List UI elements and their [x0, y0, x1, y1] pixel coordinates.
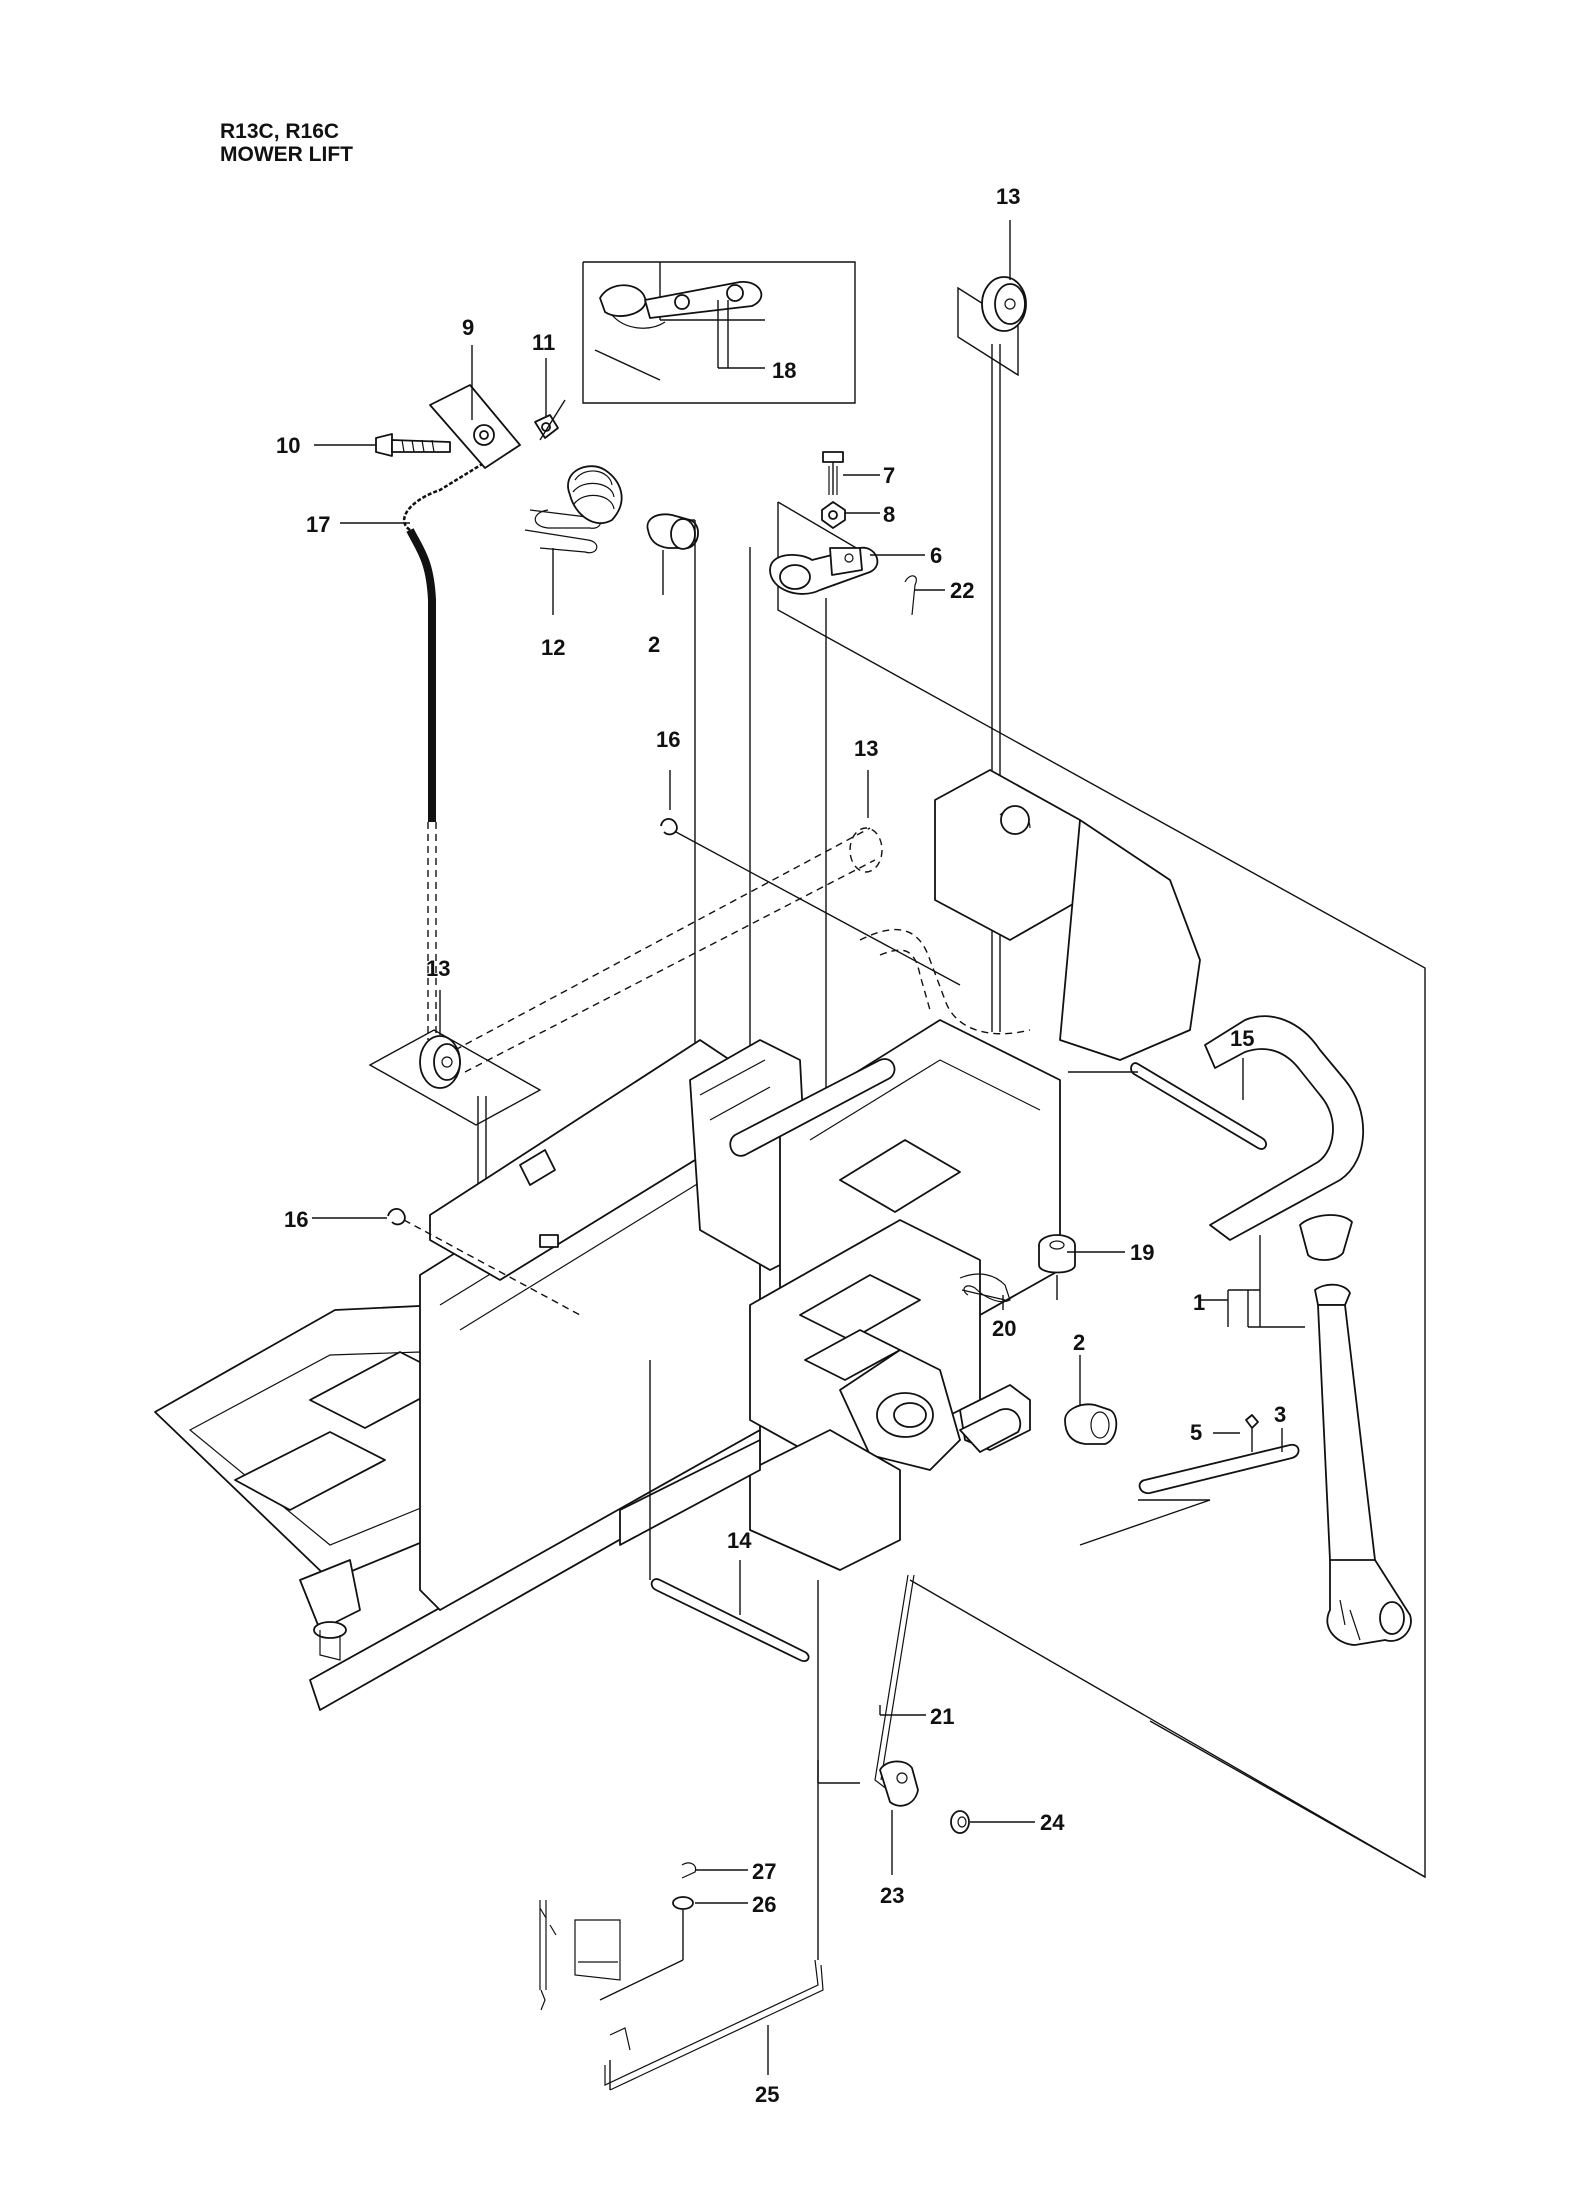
- callout-labels: 1 2 2 3 5 6 7 8 9 10 11 12 13 13 13 14 1…: [276, 184, 1286, 2107]
- clips-16: [387, 818, 961, 1316]
- callout-8: 8: [883, 502, 895, 527]
- link-rod-21: [817, 1574, 1426, 1878]
- torsion-spring: [524, 465, 623, 554]
- callout-24: 24: [1040, 1810, 1065, 1835]
- collar-19: [1038, 1234, 1076, 1300]
- callout-16-top: 16: [656, 727, 680, 752]
- inset-detail-box: [582, 261, 856, 404]
- leader-lines: [312, 220, 1305, 2075]
- arm-bracket-parts: [769, 451, 917, 616]
- callout-7: 7: [883, 463, 895, 488]
- callout-25: 25: [755, 2082, 779, 2107]
- callout-27: 27: [752, 1859, 776, 1884]
- callout-11: 11: [532, 330, 555, 355]
- washer-24: [950, 1810, 970, 1834]
- callout-17: 17: [306, 512, 330, 537]
- clip-20: [959, 1273, 1011, 1303]
- callout-23: 23: [880, 1883, 904, 1908]
- callout-5: 5: [1190, 1420, 1202, 1445]
- callout-12: 12: [541, 635, 565, 660]
- rod-15: [1068, 1062, 1267, 1150]
- callout-9: 9: [462, 315, 474, 340]
- callout-10: 10: [276, 433, 300, 458]
- lift-chain-assembly: [403, 448, 506, 1040]
- callout-21: 21: [930, 1704, 954, 1729]
- rod-25: [604, 1760, 824, 2091]
- callout-26: 26: [752, 1892, 776, 1917]
- diagram-header: R13C, R16C MOWER LIFT: [220, 120, 353, 166]
- callout-13-mid: 13: [854, 736, 878, 761]
- callout-16-left: 16: [284, 1207, 308, 1232]
- bottom-left-assembly: [539, 1862, 697, 2051]
- callout-20: 20: [992, 1316, 1016, 1341]
- lift-handle-1: [1299, 1214, 1412, 1646]
- callout-2-top: 2: [648, 632, 660, 657]
- rod-14: [649, 1360, 810, 1662]
- callout-2-lower: 2: [1073, 1330, 1085, 1355]
- lift-bracket-parts: [375, 384, 566, 469]
- model-title: R13C, R16C: [220, 120, 340, 143]
- callout-6: 6: [930, 543, 942, 568]
- callout-19: 19: [1130, 1240, 1154, 1265]
- callout-13-top: 13: [996, 184, 1020, 209]
- callout-22: 22: [950, 578, 974, 603]
- bushing-lower: [1064, 1403, 1118, 1445]
- callout-13-lower: 13: [426, 956, 450, 981]
- callout-1: 1: [1193, 1290, 1205, 1315]
- callout-3: 3: [1274, 1402, 1286, 1427]
- callout-14: 14: [727, 1528, 752, 1553]
- section-title: MOWER LIFT: [220, 143, 353, 166]
- callout-15: 15: [1230, 1026, 1254, 1051]
- callout-18: 18: [772, 358, 796, 383]
- chassis-frame: [154, 769, 1365, 1711]
- pulley-mid-dashed: [454, 827, 883, 1073]
- cross-shaft-3: [1079, 1414, 1300, 1546]
